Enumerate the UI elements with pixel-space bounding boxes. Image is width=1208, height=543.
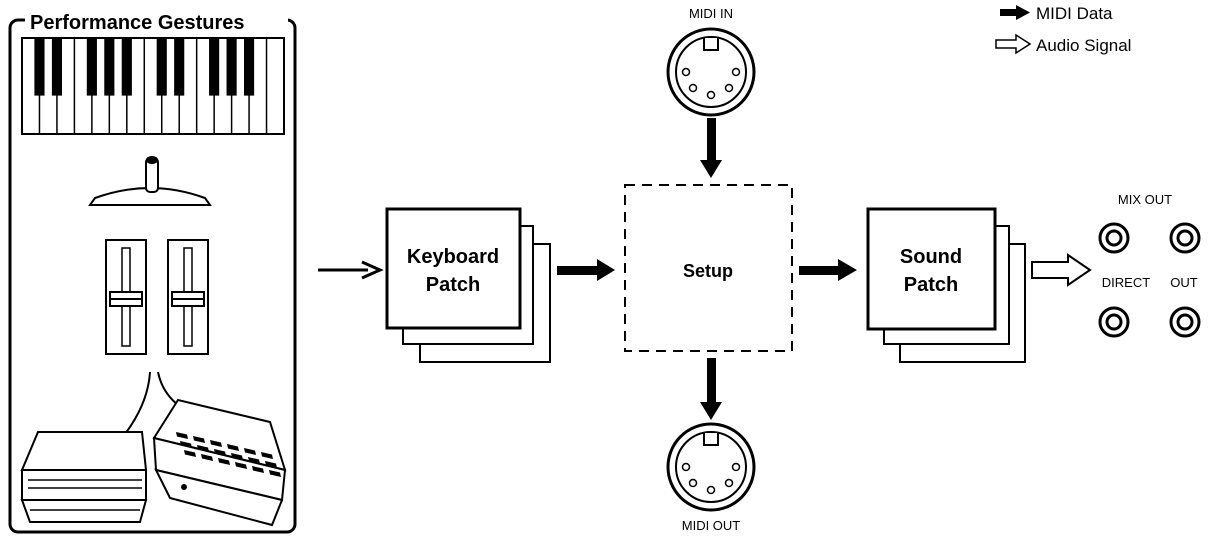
keyboard-patch-block: Keyboard Patch [385,207,551,363]
sound-patch-label-line1: Sound [900,246,962,268]
direct-out-label-part1: DIRECT [1102,275,1150,290]
arrow-gestures-to-keyboard-patch [318,260,384,280]
sound-patch-block: Sound Patch [866,207,1026,363]
legend: MIDI Data Audio Signal [995,4,1131,55]
legend-audio-signal: Audio Signal [1036,36,1131,55]
arrow-keyboard-patch-to-setup [557,259,615,281]
slider-icon [167,239,209,355]
pitch-bender-icon [88,156,212,206]
slider-icon [105,239,147,355]
mix-out-jack-left [1098,222,1130,254]
mix-out-label: MIX OUT [1118,192,1172,207]
panel-title: Performance Gestures [30,12,245,34]
foot-pedal-icon [20,431,148,523]
arrow-midi-in-to-setup [700,118,722,178]
midi-out-label: MIDI OUT [682,518,741,533]
arrow-setup-to-midi-out [700,358,722,420]
sound-patch-label-line2: Patch [904,274,958,296]
pedal-board-icon [152,398,287,527]
audio-signal-arrow-icon [995,33,1032,55]
keyboard-icon [21,37,285,135]
setup-label: Setup [683,261,733,281]
midi-in-connector: MIDI IN [666,6,756,117]
keyboard-patch-label-line1: Keyboard [407,246,499,268]
audio-outputs: MIX OUT DIRECT OUT [1098,192,1201,338]
midi-out-connector: MIDI OUT [666,422,756,533]
legend-midi-data: MIDI Data [1036,4,1113,23]
keyboard-patch-label-line2: Patch [426,274,480,296]
midi-in-label: MIDI IN [689,6,733,21]
direct-out-jack-left [1098,306,1130,338]
midi-data-arrow-icon [1000,5,1030,20]
direct-out-jack-right [1169,306,1201,338]
performance-gestures-panel: Performance Gestures [8,8,297,534]
arrow-setup-to-sound-patch [799,259,857,281]
setup-block: Setup [624,184,793,352]
direct-out-label-part2: OUT [1170,275,1198,290]
arrow-sound-patch-to-outputs [1031,253,1092,287]
mix-out-jack-right [1169,222,1201,254]
